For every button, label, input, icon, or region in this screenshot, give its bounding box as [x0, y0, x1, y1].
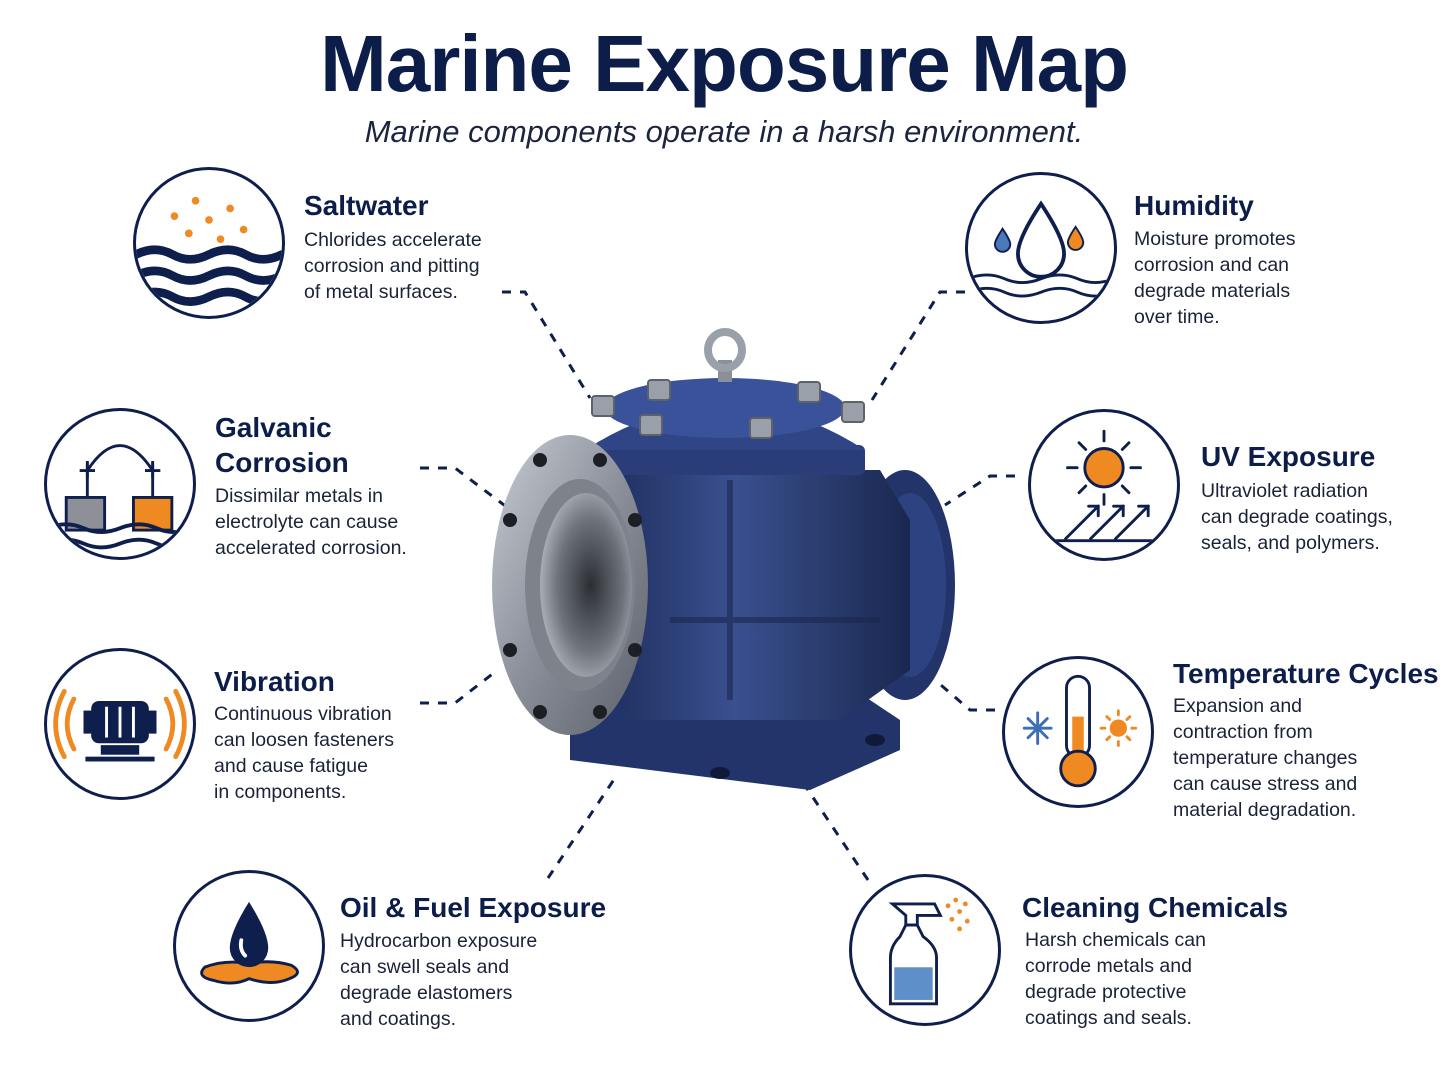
oil-drop-icon: [173, 870, 325, 1022]
sun-rays-icon: [1028, 409, 1180, 561]
valve-illustration: [492, 328, 955, 790]
temperature-title: Temperature Cycles: [1173, 658, 1439, 689]
saltwater-icon: [133, 167, 285, 319]
valve-bonnet-band: [585, 445, 865, 475]
cleaning-description: Harsh chemicals can corrode metals and d…: [1025, 929, 1206, 1029]
vibrating-motor-icon: [44, 648, 196, 800]
lifting-eye: [704, 328, 746, 372]
humidity-description: Moisture promotes corrosion and can degr…: [1134, 228, 1296, 328]
page-subtitle: Marine components operate in a harsh env…: [364, 114, 1084, 149]
oil-fuel-title: Oil & Fuel Exposure: [340, 892, 607, 923]
galvanic-title: Galvanic Corrosion: [215, 412, 349, 478]
saltwater-description: Chlorides accelerate corrosion and pitti…: [304, 229, 482, 303]
galvanic-description: Dissimilar metals in electrolyte can cau…: [215, 485, 407, 559]
oil-fuel-description: Hydrocarbon exposure can swell seals and…: [340, 930, 538, 1030]
saltwater-title: Saltwater: [304, 190, 429, 221]
uv-title: UV Exposure: [1201, 441, 1376, 472]
cleaning-title: Cleaning Chemicals: [1022, 892, 1289, 923]
page-title: Marine Exposure Map: [320, 19, 1129, 108]
spray-bottle-icon: [849, 874, 1001, 1026]
vibration-description: Continuous vibration can loosen fastener…: [214, 703, 394, 803]
valve-body: [590, 470, 910, 720]
vibration-title: Vibration: [214, 666, 335, 697]
galvanic-cell-icon: [44, 408, 196, 560]
humidity-title: Humidity: [1134, 190, 1254, 221]
thermometer-icon: [1002, 656, 1154, 808]
uv-description: Ultraviolet radiation can degrade coatin…: [1201, 480, 1393, 554]
water-drop-icon: [965, 172, 1117, 324]
temperature-description: Expansion and contraction from temperatu…: [1173, 695, 1358, 821]
